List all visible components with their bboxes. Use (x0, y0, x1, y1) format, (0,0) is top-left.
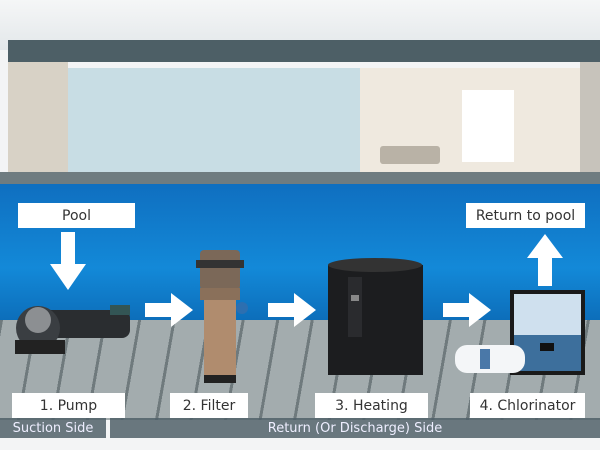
arrow-right-icon (145, 293, 193, 327)
house-wall (580, 62, 600, 174)
house-glass-wall (68, 68, 360, 174)
pool-edge (0, 172, 600, 184)
arrow-right-icon (443, 293, 491, 327)
house-window (462, 90, 514, 162)
filter-image (196, 250, 248, 383)
heater-image (328, 258, 423, 375)
house-wall (8, 62, 68, 174)
arrow-right-icon (268, 293, 316, 327)
house-roof (8, 40, 600, 62)
return-side-bar: Return (Or Discharge) Side (110, 418, 600, 438)
heating-label: 3. Heating (315, 393, 428, 418)
bottom-margin (0, 438, 600, 450)
arrow-down-icon (50, 232, 86, 290)
arrow-up-icon (527, 234, 563, 286)
pump-label: 1. Pump (12, 393, 125, 418)
chlorinator-label: 4. Chlorinator (470, 393, 585, 418)
sofa (380, 146, 440, 164)
chlorinator-image (455, 290, 585, 375)
return-to-pool-label: Return to pool (466, 203, 585, 228)
pump-image (15, 305, 130, 354)
pool-label: Pool (18, 203, 135, 228)
filter-label: 2. Filter (170, 393, 248, 418)
suction-side-bar: Suction Side (0, 418, 106, 438)
